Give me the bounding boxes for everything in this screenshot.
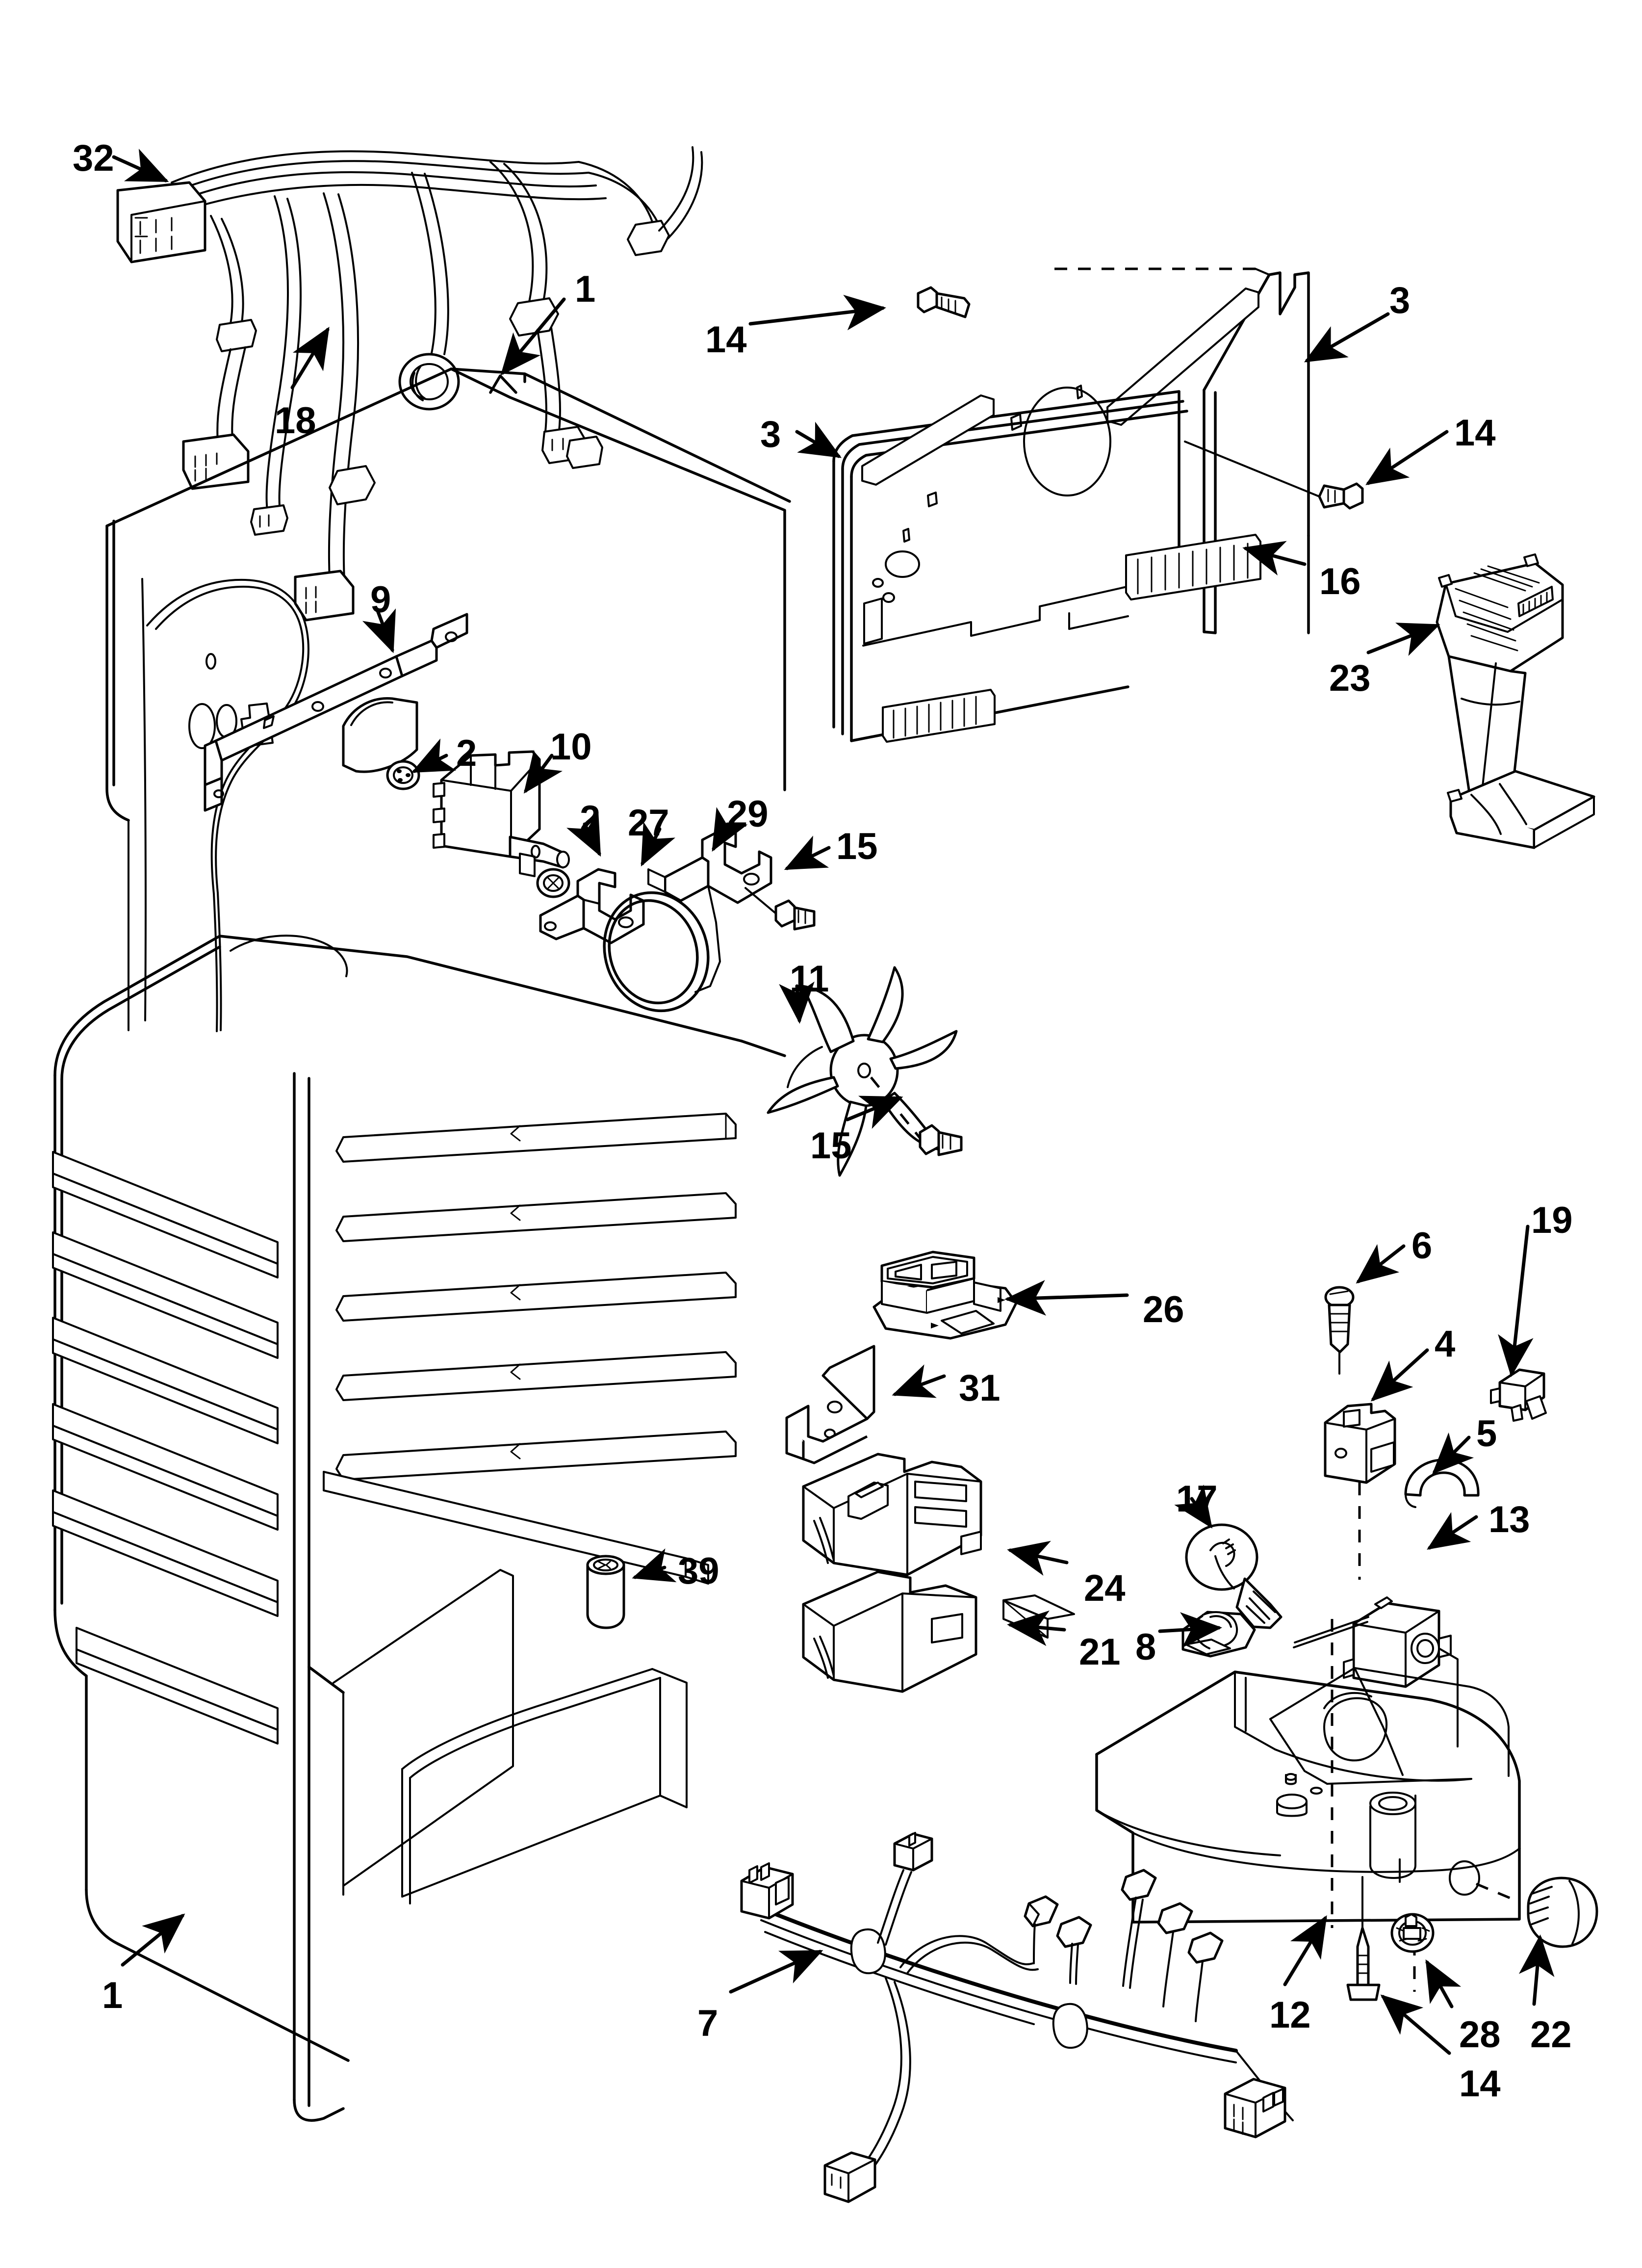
crisper-rail-24 bbox=[802, 1453, 982, 1576]
callout-31[interactable]: 31 bbox=[959, 1367, 1001, 1409]
callout-32[interactable]: 32 bbox=[73, 137, 114, 179]
callout-9[interactable]: 9 bbox=[370, 579, 391, 621]
callout-26[interactable]: 26 bbox=[1143, 1289, 1184, 1330]
callout-39[interactable]: 39 bbox=[678, 1550, 719, 1592]
callout-7[interactable]: 7 bbox=[697, 2003, 718, 2044]
callout-15-b[interactable]: 15 bbox=[810, 1125, 852, 1167]
grommet-18 bbox=[398, 353, 460, 411]
mounting-bracket-9 bbox=[204, 613, 468, 812]
callout-19[interactable]: 19 bbox=[1531, 1199, 1573, 1241]
callout-3-right[interactable]: 3 bbox=[1389, 280, 1411, 321]
roller-bushing-39 bbox=[586, 1555, 625, 1629]
connector-6pin bbox=[116, 181, 206, 263]
callout-12[interactable]: 12 bbox=[1269, 1994, 1311, 2036]
callout-6[interactable]: 6 bbox=[1411, 1225, 1433, 1267]
callout-11[interactable]: 11 bbox=[790, 958, 829, 1000]
screw-14-c bbox=[1346, 1876, 1381, 2001]
screw-15-a bbox=[744, 887, 816, 931]
drain-pan-12 bbox=[1095, 1619, 1521, 1992]
rear-grille-louvers-2 bbox=[882, 689, 996, 743]
relay-cluster bbox=[1324, 1286, 1547, 1580]
callout-14-b[interactable]: 14 bbox=[1454, 412, 1496, 454]
cabinet-liner-art bbox=[52, 367, 791, 2122]
shelf-rails-right bbox=[323, 1113, 737, 1585]
callout-2-b[interactable]: 2 bbox=[580, 798, 601, 840]
callout-14-a[interactable]: 14 bbox=[705, 319, 747, 361]
callout-24[interactable]: 24 bbox=[1084, 1567, 1126, 1609]
rear-panel-art bbox=[832, 267, 1364, 743]
callout-4[interactable]: 4 bbox=[1435, 1323, 1456, 1365]
callout-1-bottom[interactable]: 1 bbox=[102, 1975, 123, 2016]
callout-8[interactable]: 8 bbox=[1135, 1626, 1156, 1668]
wiring-harness-upper-art bbox=[116, 146, 703, 622]
overload-relay-4 bbox=[1324, 1403, 1396, 1580]
callout-29[interactable]: 29 bbox=[727, 793, 769, 835]
light-shield-21 bbox=[802, 1570, 1075, 1693]
grommet-2b bbox=[536, 868, 570, 898]
callout-15-a[interactable]: 15 bbox=[836, 826, 878, 867]
leveling-foot-22 bbox=[1527, 1877, 1598, 1948]
bracket-27 bbox=[539, 868, 645, 944]
callout-10[interactable]: 10 bbox=[550, 726, 592, 768]
rear-grille-louvers bbox=[1125, 534, 1261, 600]
callout-1-top[interactable]: 1 bbox=[575, 268, 596, 310]
retainer-29 bbox=[603, 827, 772, 1013]
grommet-2a bbox=[386, 760, 420, 790]
callout-14-c[interactable]: 14 bbox=[1459, 2063, 1501, 2105]
screw-14-b bbox=[1318, 482, 1364, 510]
connector-left bbox=[740, 1862, 794, 1920]
damper-control-10 bbox=[433, 750, 570, 877]
callout-16[interactable]: 16 bbox=[1319, 561, 1361, 602]
screw-15-b bbox=[870, 1076, 963, 1156]
callout-17[interactable]: 17 bbox=[1176, 1478, 1218, 1520]
light-socket-26 bbox=[872, 1251, 1018, 1340]
screw-6 bbox=[1324, 1286, 1355, 1375]
callout-3-left[interactable]: 3 bbox=[760, 414, 781, 455]
liner-slats-left bbox=[52, 1151, 279, 1745]
callout-5[interactable]: 5 bbox=[1476, 1413, 1497, 1455]
callout-2-a[interactable]: 2 bbox=[456, 732, 477, 774]
retainer-spring-5 bbox=[1404, 1459, 1480, 1508]
wiring-harness-lower-7 bbox=[740, 1832, 1294, 2203]
callout-leaders bbox=[112, 149, 1555, 2055]
screw-14-a bbox=[917, 286, 971, 318]
callout-13[interactable]: 13 bbox=[1488, 1499, 1530, 1540]
insulation-panel-31 bbox=[785, 1345, 875, 1464]
light-bulb-17 bbox=[1185, 1523, 1283, 1629]
wire-connector-19 bbox=[1490, 1368, 1547, 1422]
callout-18[interactable]: 18 bbox=[275, 400, 316, 442]
callout-22[interactable]: 22 bbox=[1530, 2014, 1572, 2056]
air-duct-cover-23 bbox=[1436, 553, 1595, 849]
damper-control-assembly bbox=[342, 697, 816, 1013]
push-nut-28 bbox=[1390, 1913, 1435, 1953]
thermostat-13 bbox=[1293, 1596, 1459, 1747]
bulb-socket-8 bbox=[1181, 1611, 1256, 1658]
callout-23[interactable]: 23 bbox=[1329, 657, 1371, 699]
callout-27[interactable]: 27 bbox=[628, 802, 669, 844]
callout-28[interactable]: 28 bbox=[1459, 2014, 1501, 2056]
callout-21[interactable]: 21 bbox=[1079, 1631, 1121, 1673]
